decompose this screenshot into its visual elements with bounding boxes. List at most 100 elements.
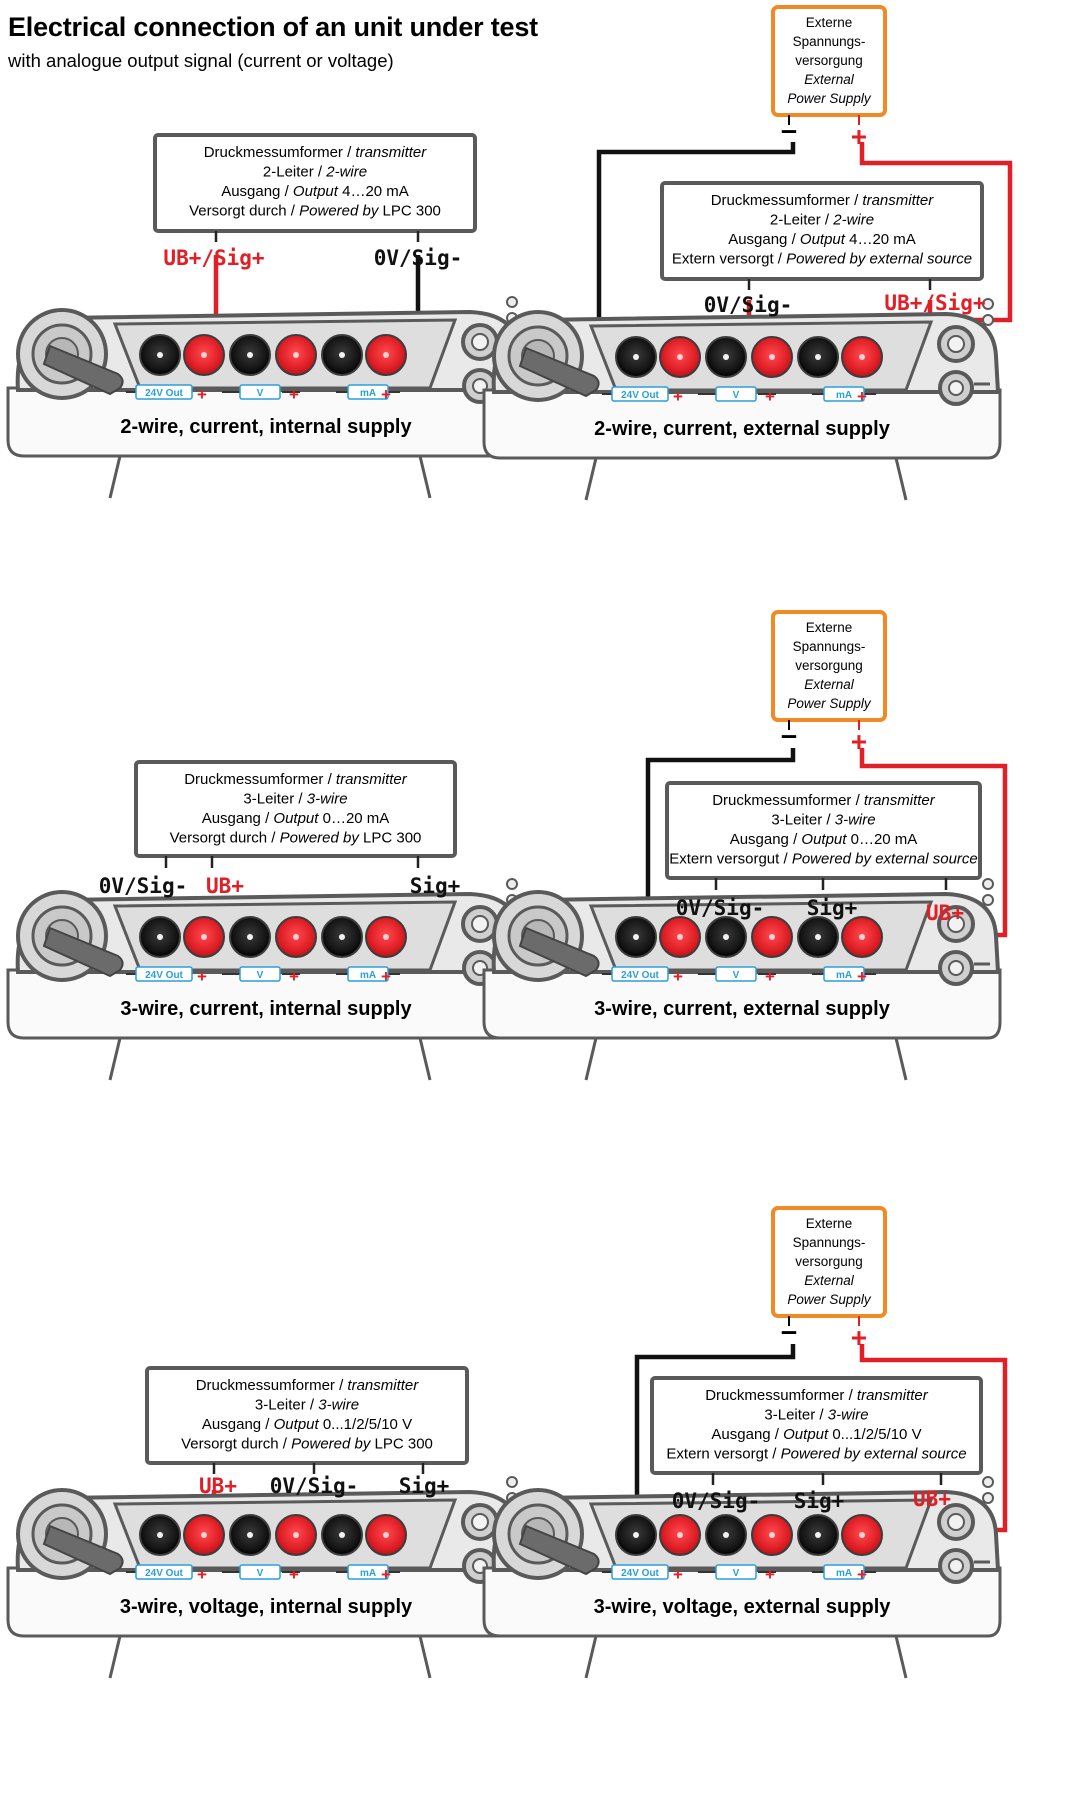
tx-text: LPC 300 bbox=[359, 830, 422, 847]
diagram-3wire-current-external: ExterneSpannungs-versorgungExternalPower… bbox=[482, 610, 1008, 1082]
psu-minus-sign: — bbox=[782, 1317, 797, 1345]
terminal-plus-sign: + bbox=[289, 967, 299, 986]
diagram-caption: 3-wire, voltage, internal supply bbox=[120, 1596, 413, 1618]
transmitter-line-1: Druckmessumformer / transmitter bbox=[204, 144, 428, 161]
transmitter-line-3: Ausgang / Output 4…20 mA bbox=[221, 183, 409, 200]
tx-text: 3-Leiter / bbox=[243, 791, 306, 808]
tx-text: Druckmessumformer / bbox=[712, 792, 864, 809]
terminal-hole bbox=[339, 1532, 345, 1538]
terminal-plus-sign: + bbox=[197, 385, 207, 404]
tx-text: 3-Leiter / bbox=[255, 1397, 318, 1414]
term-v-label: V bbox=[733, 390, 740, 401]
term-v-label: V bbox=[257, 388, 264, 399]
transmitter-box bbox=[145, 1366, 469, 1465]
transmitter-line-4: Extern versorgt / Powered by external so… bbox=[672, 251, 972, 268]
tx-text: Ausgang / bbox=[202, 810, 274, 827]
power-supply-line-1: Externe bbox=[806, 620, 853, 635]
tx-text-italic: Output bbox=[273, 810, 319, 827]
wire-label-sig-plus: Sig+ bbox=[794, 1489, 845, 1513]
diagram-3wire-current-internal: Druckmessumformer / transmitter 3-Leiter … bbox=[6, 760, 526, 1082]
wire-label-0v-sig-minus: 0V/Sig- bbox=[704, 293, 793, 317]
transmitter-line-3: Ausgang / Output 0…20 mA bbox=[202, 810, 390, 827]
terminal-hole bbox=[339, 934, 345, 940]
power-supply-line-4: External bbox=[804, 1273, 855, 1288]
tx-text-italic: Output bbox=[274, 1416, 320, 1433]
term-ma-box bbox=[823, 1564, 865, 1580]
term-v-label: V bbox=[257, 970, 264, 981]
terminal-hole bbox=[815, 1532, 821, 1538]
terminal-hole bbox=[157, 352, 163, 358]
tx-text: Ausgang / bbox=[221, 183, 293, 200]
term-ma-label: mA bbox=[836, 1568, 852, 1579]
term-ma-box bbox=[823, 966, 865, 982]
term-ma-label: mA bbox=[836, 390, 852, 401]
psu-plus-sign: + bbox=[851, 122, 867, 152]
transmitter-box bbox=[134, 760, 457, 858]
wire-label-ub-plus: UB+ bbox=[199, 1474, 237, 1498]
wire-label-ub-plus: UB+ bbox=[926, 901, 964, 925]
tx-text: Extern versorgt / bbox=[672, 251, 786, 268]
wire-label-0v-sig-minus: 0V/Sig- bbox=[99, 874, 188, 898]
terminal-hole bbox=[201, 1532, 207, 1538]
tx-text-italic: Output bbox=[293, 183, 339, 200]
terminal-plus-sign: + bbox=[857, 387, 867, 406]
tx-text: Druckmessumformer / bbox=[204, 144, 356, 161]
power-supply-line-3: versorgung bbox=[795, 658, 863, 673]
diagram-caption: 2-wire, current, external supply bbox=[594, 418, 891, 440]
terminal-hole bbox=[677, 934, 683, 940]
diagram-2wire-current-internal: Druckmessumformer / transmitter2-Leiter … bbox=[6, 133, 526, 500]
transmitter-line-2: 3-Leiter / 3-wire bbox=[243, 791, 347, 808]
terminal-plus-sign: + bbox=[857, 1565, 867, 1584]
terminal-hole bbox=[633, 354, 639, 360]
terminal-plus-sign: + bbox=[765, 967, 775, 986]
tx-text: 4…20 mA bbox=[338, 183, 409, 200]
wire-label-ub-sig-plus: UB+/Sig+ bbox=[163, 246, 264, 270]
power-supply-box bbox=[771, 1206, 887, 1318]
tx-text-italic: 3-wire bbox=[318, 1397, 359, 1414]
transmitter-line-1: Druckmessumformer / transmitter bbox=[196, 1377, 420, 1394]
transmitter-line-2: 3-Leiter / 3-wire bbox=[255, 1397, 359, 1414]
transmitter-line-4: Versorgt durch / Powered by LPC 300 bbox=[189, 203, 441, 220]
terminal-hole bbox=[769, 934, 775, 940]
term-24v-box bbox=[611, 966, 669, 982]
tx-text: 2-Leiter / bbox=[770, 212, 833, 229]
page-title: Electrical connection of an unit under t… bbox=[8, 12, 538, 42]
terminal-plus-sign: + bbox=[381, 967, 391, 986]
transmitter-line-1: Druckmessumformer / transmitter bbox=[184, 771, 408, 788]
terminal-hole bbox=[859, 354, 865, 360]
tx-text: Versorgt durch / bbox=[189, 203, 299, 220]
transmitter-line-3: Ausgang / Output 0…20 mA bbox=[730, 831, 918, 848]
diagram-caption: 2-wire, current, internal supply bbox=[120, 416, 412, 438]
term-24v-label: 24V Out bbox=[621, 970, 659, 981]
tx-text-italic: 3-wire bbox=[835, 812, 876, 829]
page-subtitle: with analogue output signal (current or … bbox=[8, 50, 394, 71]
tx-text-italic: transmitter bbox=[862, 192, 934, 209]
tx-text: Druckmessumformer / bbox=[711, 192, 863, 209]
terminal-hole bbox=[859, 1532, 865, 1538]
terminal-hole bbox=[383, 352, 389, 358]
terminal-plus-sign: + bbox=[765, 1565, 775, 1584]
term-24v-label: 24V Out bbox=[621, 1568, 659, 1579]
transmitter-box bbox=[153, 133, 477, 233]
terminal-hole bbox=[157, 1532, 163, 1538]
power-supply-box bbox=[771, 610, 887, 722]
transmitter-line-4: Versorgt durch / Powered by LPC 300 bbox=[170, 830, 422, 847]
terminal-hole bbox=[633, 1532, 639, 1538]
diagram-caption: 3-wire, current, internal supply bbox=[120, 998, 412, 1020]
tx-text-italic: Powered by bbox=[280, 830, 361, 847]
terminal-hole bbox=[201, 352, 207, 358]
terminal-plus-sign: + bbox=[673, 967, 683, 986]
tx-text: Ausgang / bbox=[202, 1416, 274, 1433]
terminal-hole bbox=[293, 1532, 299, 1538]
tx-text: 4…20 mA bbox=[845, 231, 916, 248]
terminal-hole bbox=[769, 354, 775, 360]
power-supply-line-4: External bbox=[804, 677, 855, 692]
terminal-plus-sign: + bbox=[765, 387, 775, 406]
tx-text: 0…20 mA bbox=[846, 831, 917, 848]
transmitter-line-1: Druckmessumformer / transmitter bbox=[711, 192, 935, 209]
psu-plus-sign: + bbox=[851, 727, 867, 757]
power-supply-line-5: Power Supply bbox=[787, 696, 872, 711]
diagram-2wire-current-external: ExterneSpannungs-versorgungExternalPower… bbox=[482, 5, 1013, 502]
term-ma-label: mA bbox=[360, 388, 376, 399]
terminal-hole bbox=[157, 934, 163, 940]
